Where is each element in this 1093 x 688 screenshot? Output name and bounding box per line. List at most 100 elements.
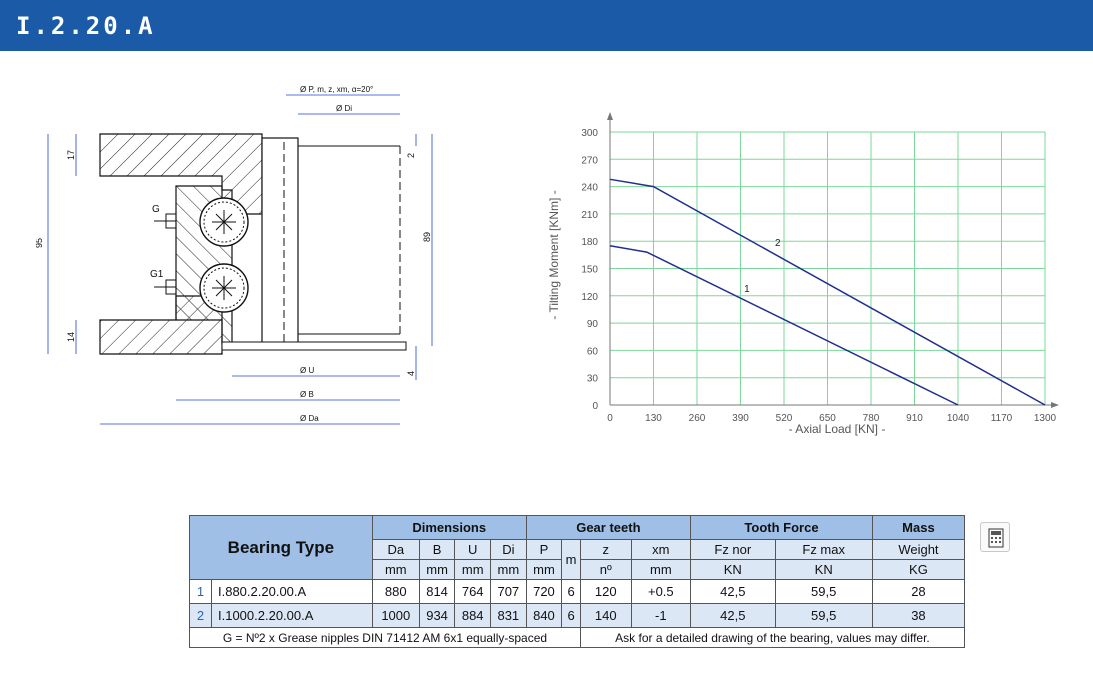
chart-grid [610,131,1046,405]
col-unit: mm [454,559,492,580]
dim-17: 17 [66,150,76,160]
col-name: U [454,539,492,560]
x-tick-label: 910 [906,413,923,424]
label-g: G [152,204,160,215]
y-tick-label: 90 [587,319,599,330]
col-name: Fz max [774,539,873,560]
table-cell: 140 [579,603,632,628]
table-cell: 764 [454,579,492,604]
bearing-type-header: Bearing Type [189,515,373,580]
footnote-right: Ask for a detailed drawing of the bearin… [579,627,966,648]
technical-drawing: G G1 95 17 14 89 2 4 Ø P, m, z, xm, α=20… [36,85,433,425]
col-name: Da [371,539,420,560]
col-unit: mm [490,559,527,580]
footnote-left: G = Nº2 x Grease nipples DIN 71412 AM 6x… [189,627,581,648]
bearing-name: I.880.2.20.00.A [211,579,373,604]
dim-2: 2 [406,153,416,158]
bearing-name: I.1000.2.20.00.A [211,603,373,628]
table-cell: 6 [561,603,581,628]
table-cell: 934 [418,603,456,628]
col-name: P [525,539,563,560]
x-axis-label: - Axial Load [KN] - [789,422,886,436]
col-name: m [561,539,581,580]
col-unit: KN [774,559,873,580]
y-tick-label: 0 [592,401,598,412]
table-cell: 1000 [371,603,420,628]
y-tick-label: 120 [581,292,598,303]
y-tick-label: 150 [581,265,598,276]
table-cell: 880 [371,579,420,604]
dim-95: 95 [36,238,44,248]
table-cell: 120 [579,579,632,604]
col-unit: KG [871,559,966,580]
col-unit: mm [371,559,420,580]
dimensions-header: Dimensions [371,515,527,540]
y-tick-label: 180 [581,237,598,248]
col-unit: KN [690,559,776,580]
table-cell: +0.5 [630,579,692,604]
table-cell: 28 [871,579,966,604]
y-tick-label: 30 [587,374,599,385]
col-name: xm [630,539,692,560]
table-cell: 840 [525,603,563,628]
y-axis-arrow [607,112,613,120]
table-cell: 42,5 [690,579,776,604]
col-name: Fz nor [690,539,776,560]
mass-header: Mass [871,515,966,540]
calculator-icon[interactable] [980,522,1010,552]
label-p-m-z: Ø P, m, z, xm, α=20° [300,85,373,94]
y-tick-label: 300 [581,128,598,139]
table-cell: 884 [454,603,492,628]
col-name: Di [490,539,527,560]
y-tick-label: 240 [581,183,598,194]
y-tick-label: 210 [581,210,598,221]
gear-teeth-header: Gear teeth [525,515,692,540]
table-cell: 707 [490,579,527,604]
spec-table: Bearing Type Dimensions Gear teeth Tooth… [189,515,966,648]
dim-89: 89 [422,232,432,242]
col-unit: nº [579,559,632,580]
dim-14: 14 [66,332,76,342]
col-name: z [579,539,632,560]
page-title: I.2.20.A [16,12,156,40]
x-tick-label: 1300 [1034,413,1057,424]
tooth-force-header: Tooth Force [690,515,873,540]
row-index: 2 [189,603,212,628]
table-cell: 814 [418,579,456,604]
chart-axes [607,112,1059,408]
label-u: Ø U [300,366,314,375]
series-label: 1 [744,284,750,295]
x-tick-label: 260 [689,413,706,424]
col-unit: mm [630,559,692,580]
y-tick-label: 60 [587,346,599,357]
col-name: Weight [871,539,966,560]
label-g1: G1 [150,269,164,280]
col-unit: mm [525,559,563,580]
x-tick-label: 390 [732,413,749,424]
y-tick-label: 270 [581,155,598,166]
col-name: B [418,539,456,560]
y-axis-label: - Tilting Moment [KNm] - [547,190,561,319]
table-cell: 720 [525,579,563,604]
x-tick-label: 0 [607,413,613,424]
col-unit: mm [418,559,456,580]
x-tick-label: 130 [645,413,662,424]
table-cell: 42,5 [690,603,776,628]
table-cell: 831 [490,603,527,628]
table-cell: 6 [561,579,581,604]
x-tick-label: 1170 [991,413,1013,424]
series-line-1 [609,245,959,406]
x-tick-label: 520 [776,413,793,424]
x-axis-arrow [1051,402,1059,408]
row-index: 1 [189,579,212,604]
label-da: Ø Da [300,414,319,423]
header-bar: I.2.20.A [0,0,1093,51]
label-di: Ø Di [336,104,352,113]
table-cell: 59,5 [774,579,873,604]
table-cell: 59,5 [774,603,873,628]
series-label: 2 [775,238,781,249]
